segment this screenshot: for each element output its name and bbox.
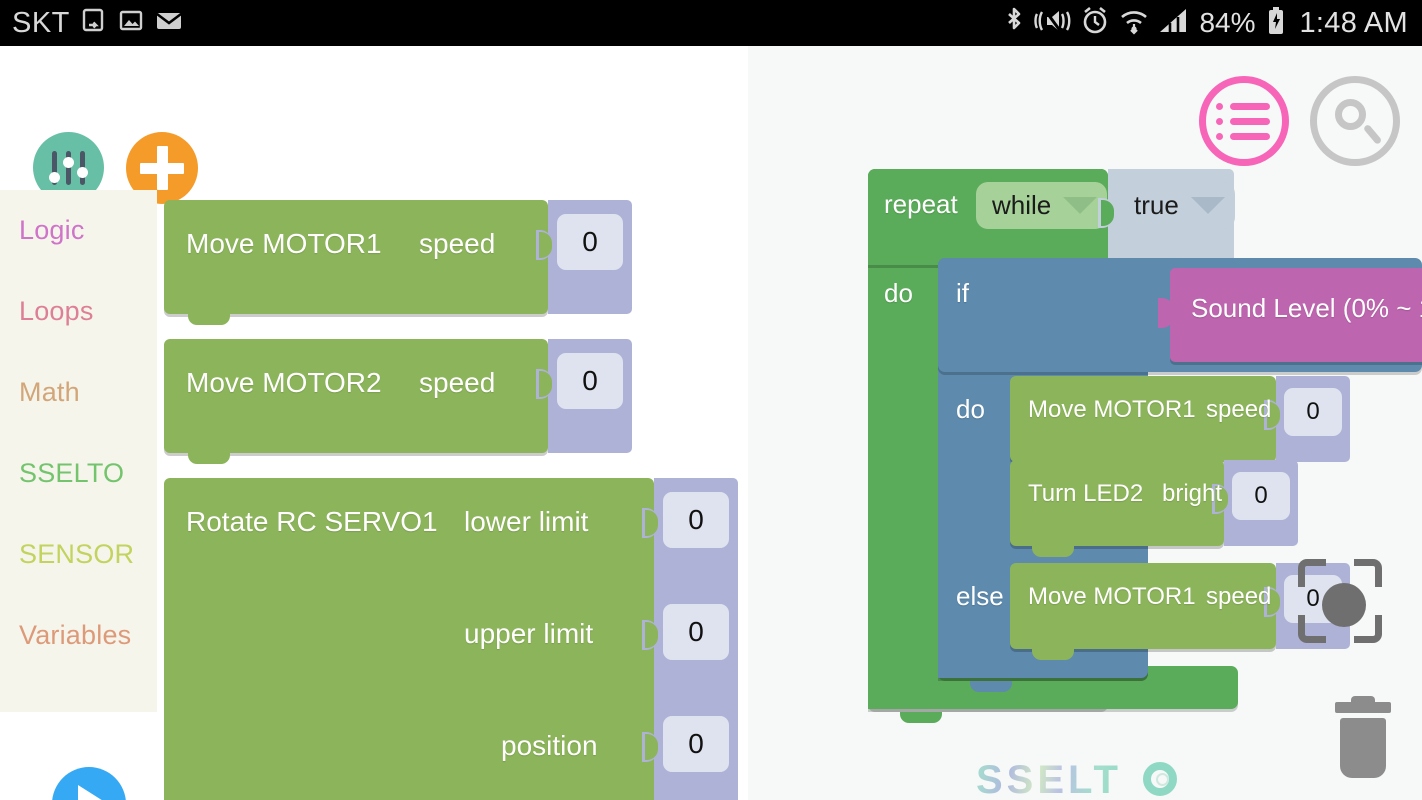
list-button[interactable] [1199,76,1289,166]
palette-toolbar [0,46,748,204]
block-label: Move MOTOR2 [186,367,382,398]
category-label: SSELTO [19,458,125,488]
crop-corner-top-right [1354,559,1382,587]
crop-marker[interactable] [1298,559,1382,643]
stmt-label: Turn LED2 [1028,480,1144,507]
wifi-icon [1119,6,1149,41]
category-sselto[interactable]: SSELTO [0,433,157,514]
crop-corner-bottom-right [1354,615,1382,643]
if-do-label: do [956,394,985,424]
stmt-value-field[interactable]: 0 [1232,472,1290,520]
sound-level-label: Sound Level (0% ~ 100 [1191,293,1422,323]
category-sensor[interactable]: SENSOR [0,514,157,595]
stmt-label: Move MOTOR1 [1028,583,1196,610]
screenshot-icon [81,8,107,39]
trash-button[interactable] [1331,696,1395,780]
block-field-label-upper: upper limit [464,618,594,649]
block-value-field-lower[interactable]: 0 [663,492,729,548]
category-variables[interactable]: Variables [0,595,157,676]
plus-icon [140,146,184,190]
play-icon [77,785,108,800]
stmt-value-field[interactable]: 0 [1284,388,1342,436]
battery-percent-label: 84% [1199,7,1256,38]
search-button[interactable] [1310,76,1400,166]
category-loops[interactable]: Loops [0,271,157,352]
repeat-mode-dropdown[interactable]: while [976,182,1108,229]
status-bar: SKT [0,0,1422,46]
stmt-field-label: speed [1206,396,1272,423]
chevron-down-icon [1190,197,1225,214]
sound-level-plug [1158,298,1174,328]
sselto-logo-o-icon [1143,762,1177,796]
category-label: Logic [19,215,85,245]
mail-icon [155,8,183,39]
category-label: Loops [19,296,94,326]
if-label: if [956,278,969,308]
crop-corner-bottom-left [1298,615,1326,643]
status-bar-right: 84% 1:48 AM [1004,6,1422,41]
category-label: Variables [19,620,132,650]
alarm-icon [1080,6,1110,41]
crop-drag-handle[interactable] [1322,583,1366,627]
gallery-icon [118,8,144,39]
condition-plug-notch [1101,200,1114,226]
if-else-label: else [956,581,1004,611]
sliders-icon [48,149,90,187]
palette-panel: Logic Loops Math SSELTO SENSOR Variables [0,46,748,800]
trash-icon [1351,696,1375,704]
repeat-mode-label: while [992,190,1052,220]
repeat-condition-dropdown[interactable]: true [1118,182,1235,229]
stmt-field-label: speed [1206,583,1272,610]
block-value-field-upper[interactable]: 0 [663,604,729,660]
block-field-label-position: position [501,730,598,761]
if-top-notch [970,258,1012,269]
carrier-label: SKT [12,6,70,39]
stmt-label: Move MOTOR1 [1028,396,1196,423]
block-label: Rotate RC SERVO1 [186,506,438,537]
category-math[interactable]: Math [0,352,157,433]
crop-corner-top-left [1298,559,1326,587]
vibrate-mute-icon [1033,6,1071,41]
workspace-panel[interactable]: repeat while true do if [748,46,1422,800]
chevron-down-icon [1063,197,1098,214]
block-field-label: speed [419,367,496,398]
repeat-do-label: do [884,278,913,308]
repeat-label: repeat [884,189,958,219]
list-icon [1216,100,1272,142]
block-label: Move MOTOR1 [186,228,382,259]
block-value-field[interactable]: 0 [557,214,623,270]
battery-charging-icon [1265,6,1287,41]
repeat-bottom-notch [900,712,942,723]
block-value-field[interactable]: 0 [557,353,623,409]
category-label: SENSOR [19,539,135,569]
search-icon [1317,83,1393,159]
play-button[interactable] [52,767,126,800]
block-field-label: speed [419,228,496,259]
bluetooth-icon [1004,6,1024,41]
stmt-field-label: bright [1162,480,1223,507]
if-bottom-notch [970,681,1012,692]
block-value-field-position[interactable]: 0 [663,716,729,772]
sound-level-block[interactable] [1170,268,1422,362]
category-sidebar: Logic Loops Math SSELTO SENSOR Variables [0,190,157,712]
status-bar-left: SKT [0,7,183,40]
clock-label: 1:48 AM [1299,6,1408,39]
sselto-logo: SSELT [976,758,1122,800]
category-label: Math [19,377,80,407]
signal-icon [1158,6,1190,41]
repeat-condition-label: true [1134,190,1179,220]
block-field-label-lower: lower limit [464,506,589,537]
category-logic[interactable]: Logic [0,190,157,271]
